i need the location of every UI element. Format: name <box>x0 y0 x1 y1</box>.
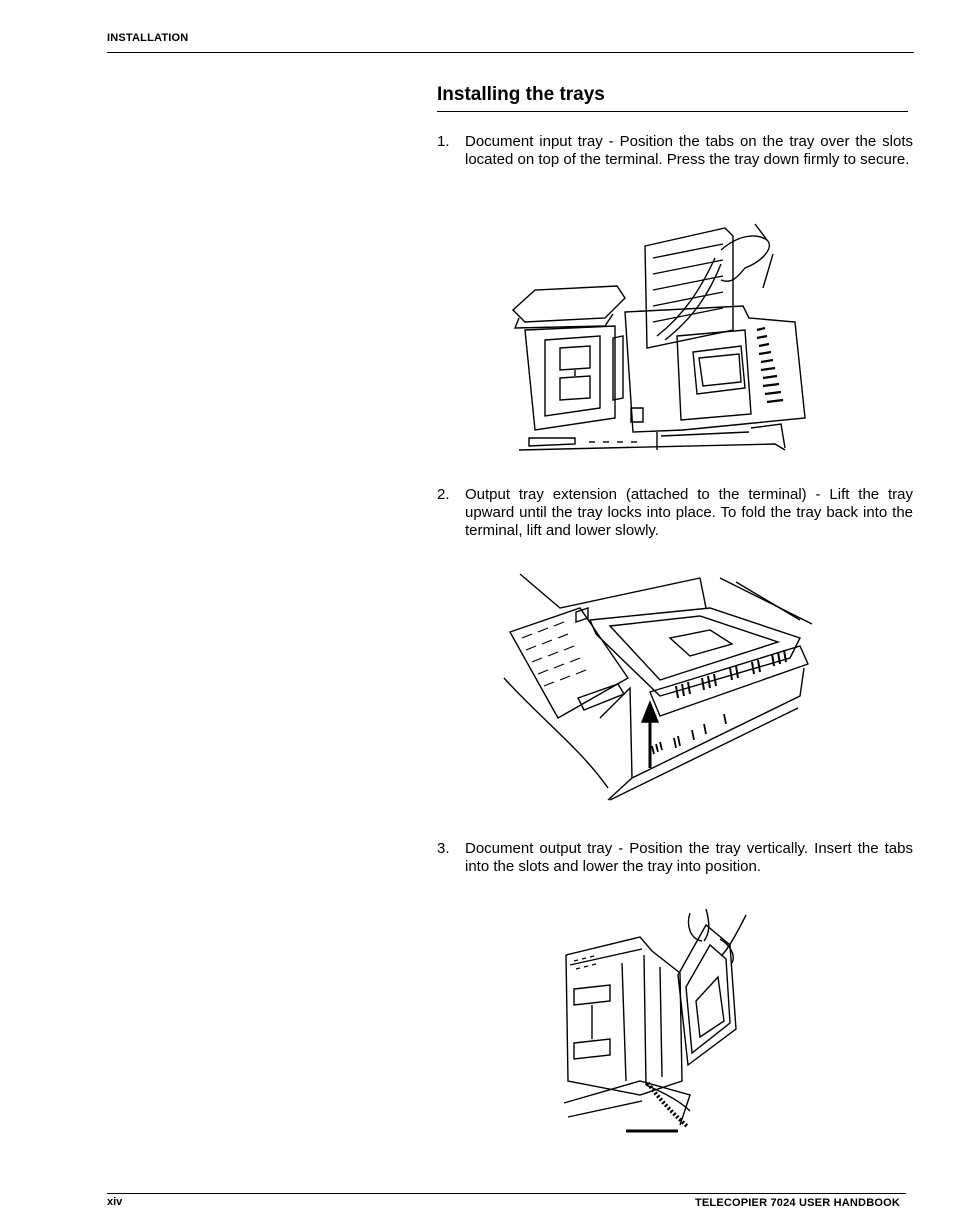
step-3-number: 3. <box>437 840 450 857</box>
section-title: Installing the trays <box>437 84 605 105</box>
header-rule <box>107 52 914 53</box>
figure-output-tray-extension-illustration <box>500 568 818 808</box>
figure-output-tray-illustration <box>560 905 750 1137</box>
step-1: 1. Document input tray - Position the ta… <box>437 133 913 169</box>
page-number: xiv <box>107 1196 123 1208</box>
step-3-text: Document output tray - Position the tray… <box>465 840 913 875</box>
title-rule <box>437 111 908 112</box>
step-2-text: Output tray extension (attached to the t… <box>465 486 913 539</box>
figure-input-tray-illustration <box>505 218 815 458</box>
running-foot: TELECOPIER 7024 USER HANDBOOK <box>694 1197 900 1209</box>
step-3: 3. Document output tray - Position the t… <box>437 840 913 876</box>
running-head: INSTALLATION <box>107 32 189 44</box>
footer-rule <box>107 1193 906 1194</box>
step-1-text: Document input tray - Position the tabs … <box>465 133 913 168</box>
step-2: 2. Output tray extension (attached to th… <box>437 486 913 540</box>
step-1-number: 1. <box>437 133 450 150</box>
step-2-number: 2. <box>437 486 450 503</box>
